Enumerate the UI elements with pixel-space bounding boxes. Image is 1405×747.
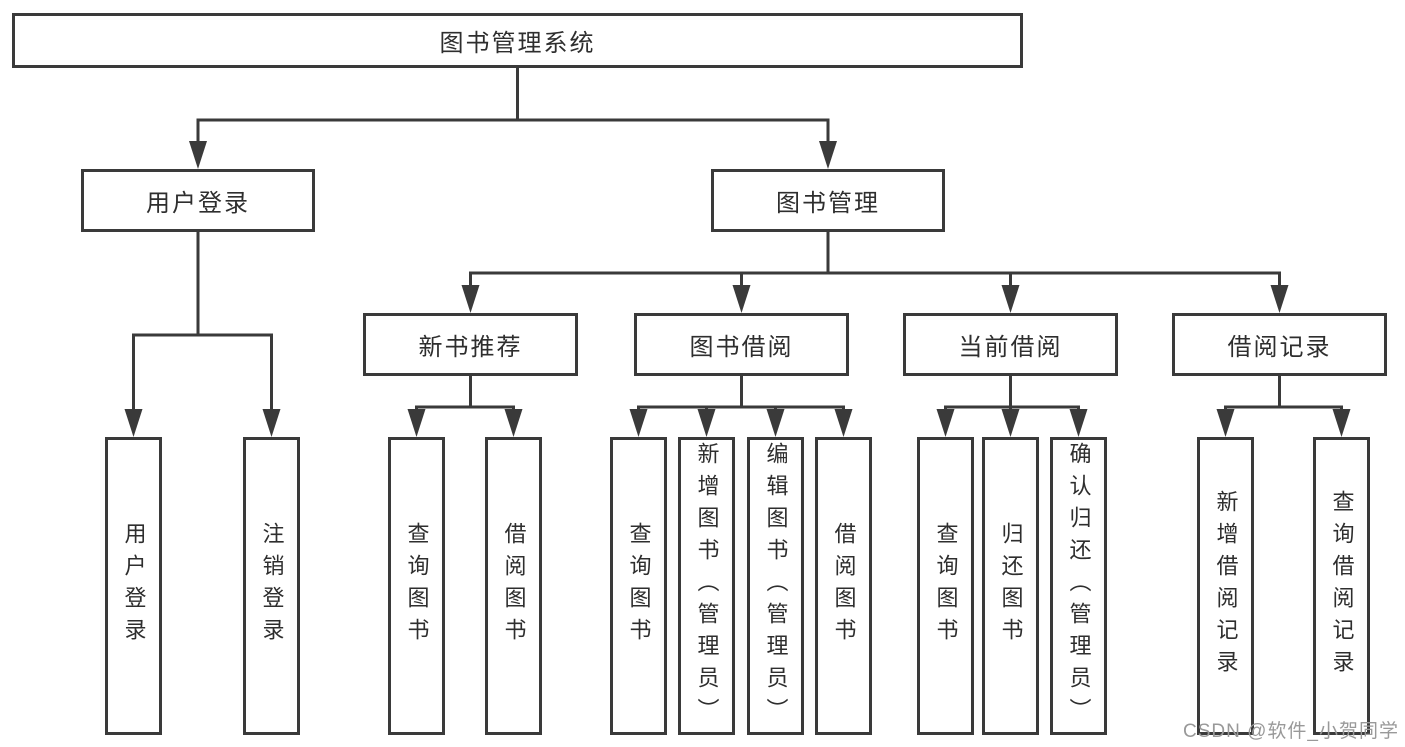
leaf-label: 新增借阅记录 — [1213, 490, 1239, 682]
leaf-label: 借阅图书 — [831, 522, 857, 650]
node-book-borrowing: 图书借阅 — [634, 313, 849, 376]
leaf-confirm-return-admin: 确认归还（管理员） — [1050, 437, 1107, 735]
leaf-add-books-admin: 新增图书（管理员） — [678, 437, 735, 735]
leaf-label: 查询图书 — [933, 522, 959, 650]
leaf-query-books-current: 查询图书 — [917, 437, 974, 735]
leaf-add-borrow-record: 新增借阅记录 — [1197, 437, 1254, 735]
leaf-label: 查询图书 — [404, 522, 430, 650]
csdn-watermark: CSDN @软件_小贺同学 — [1183, 721, 1399, 742]
leaf-user-login: 用户登录 — [105, 437, 162, 735]
node-label: 图书借阅 — [689, 334, 794, 361]
leaf-borrow-books: 借阅图书 — [815, 437, 872, 735]
node-label: 图书管理 — [776, 190, 880, 217]
node-new-book-recommendation: 新书推荐 — [363, 313, 578, 376]
node-borrowing-records: 借阅记录 — [1172, 313, 1387, 376]
leaf-query-borrow-record: 查询借阅记录 — [1313, 437, 1370, 735]
leaf-label: 新增图书（管理员） — [694, 442, 720, 730]
node-label: 当前借阅 — [958, 334, 1063, 361]
node-label: 用户登录 — [146, 190, 250, 217]
node-label: 借阅记录 — [1227, 334, 1332, 361]
node-root-library-management-system: 图书管理系统 — [12, 13, 1023, 68]
leaf-query-books-recommendation: 查询图书 — [388, 437, 445, 735]
leaf-label: 查询图书 — [626, 522, 652, 650]
leaf-label: 借阅图书 — [501, 522, 527, 650]
node-label: 新书推荐 — [418, 334, 523, 361]
leaf-logout: 注销登录 — [243, 437, 300, 735]
leaf-label: 归还图书 — [998, 522, 1024, 650]
leaf-label: 查询借阅记录 — [1329, 490, 1355, 682]
leaf-label: 注销登录 — [259, 522, 285, 650]
leaf-query-books-borrowing: 查询图书 — [610, 437, 667, 735]
leaf-label: 确认归还（管理员） — [1066, 442, 1092, 730]
node-user-login: 用户登录 — [81, 169, 315, 232]
node-book-management: 图书管理 — [711, 169, 945, 232]
node-current-borrowing: 当前借阅 — [903, 313, 1118, 376]
node-label: 图书管理系统 — [439, 30, 596, 57]
leaf-edit-books-admin: 编辑图书（管理员） — [747, 437, 804, 735]
leaf-borrow-books-recommendation: 借阅图书 — [485, 437, 542, 735]
leaf-label: 用户登录 — [121, 522, 147, 650]
leaf-return-books: 归还图书 — [982, 437, 1039, 735]
leaf-label: 编辑图书（管理员） — [763, 442, 789, 730]
